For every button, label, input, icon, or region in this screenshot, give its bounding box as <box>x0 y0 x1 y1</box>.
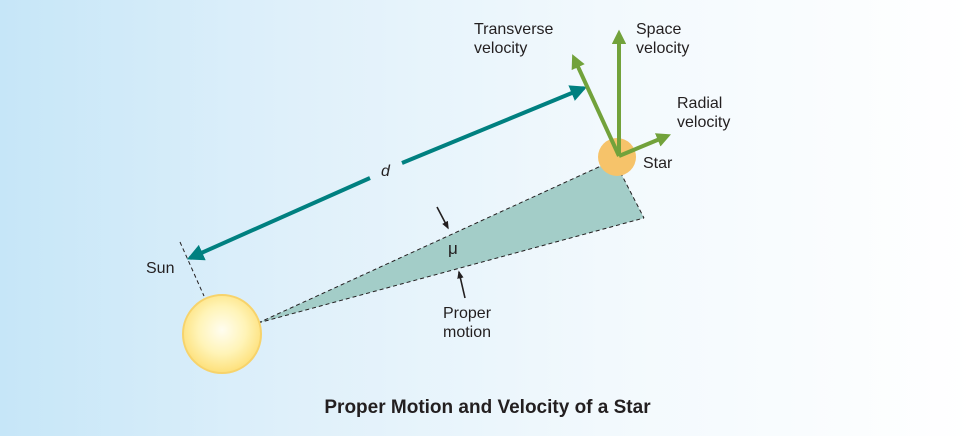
proper-motion-line2: motion <box>443 324 492 341</box>
star-icon <box>598 138 636 176</box>
transverse-velocity-line1: Transverse <box>474 21 554 38</box>
radial-velocity-line1: Radial <box>677 95 723 112</box>
space-velocity-line1: Space <box>636 21 682 38</box>
star-label: Star <box>643 155 673 172</box>
mu-arrow-bottom <box>457 270 466 299</box>
distance-arrow-upper <box>401 85 588 165</box>
space-velocity-line2: velocity <box>636 40 690 57</box>
mu-label: μ <box>448 239 458 258</box>
space-velocity-label: Space velocity <box>636 20 689 58</box>
distance-label: d <box>381 163 390 180</box>
diagram-title: Proper Motion and Velocity of a Star <box>324 397 651 418</box>
radial-velocity-arrow <box>618 133 671 158</box>
sun-star-line-upper <box>257 159 615 324</box>
proper-motion-wedge <box>258 160 644 323</box>
mu-arrow-top <box>436 206 449 230</box>
sun-star-line-lower <box>257 217 645 324</box>
sun-extension-line <box>179 241 205 297</box>
sun-label: Sun <box>146 260 175 277</box>
proper-motion-line1: Proper <box>443 305 492 322</box>
transverse-velocity-line2: velocity <box>474 40 528 57</box>
radial-velocity-label: Radial velocity <box>677 94 730 132</box>
sun-icon <box>182 294 262 374</box>
radial-velocity-line2: velocity <box>677 114 731 131</box>
transverse-velocity-arrow <box>571 54 621 157</box>
transverse-velocity-label: Transverse velocity <box>474 20 553 58</box>
proper-motion-label: Proper motion <box>443 304 491 342</box>
distance-arrow-lower <box>186 176 371 261</box>
